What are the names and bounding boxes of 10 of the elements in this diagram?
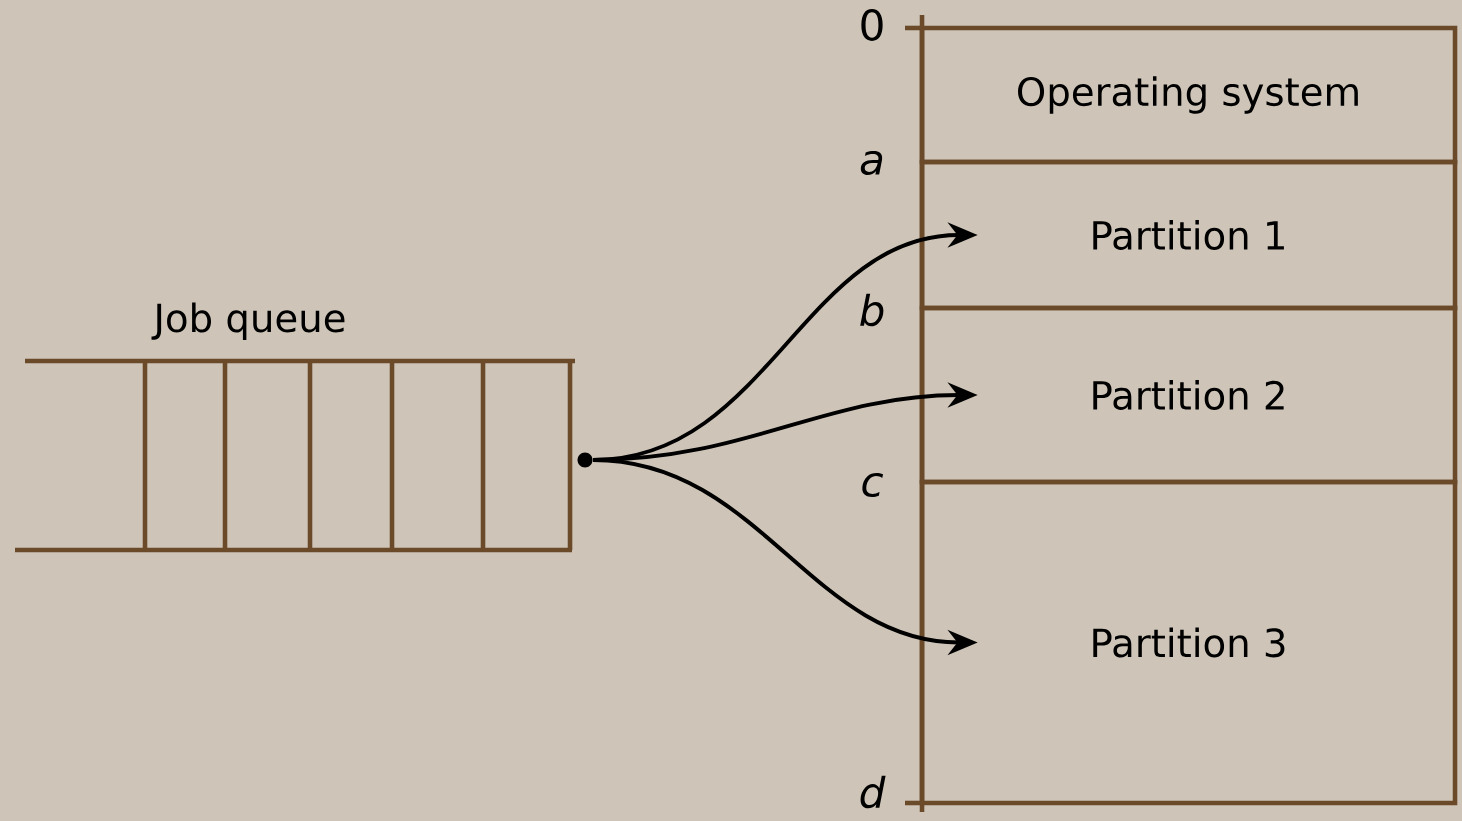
memory-partition: Partition 2	[919, 305, 1458, 485]
memory-partition: Partition 3	[919, 479, 1458, 806]
memory-partition: Operating system	[919, 25, 1458, 165]
boundary-address: 0	[861, 9, 883, 41]
boundary-address: b	[860, 293, 884, 327]
dot	[577, 452, 593, 468]
boundary-address: a	[860, 150, 883, 176]
boundary-address: c	[862, 472, 884, 498]
memory-partition: Partition 1	[919, 159, 1458, 311]
job-queue: Job queue	[15, 302, 575, 553]
